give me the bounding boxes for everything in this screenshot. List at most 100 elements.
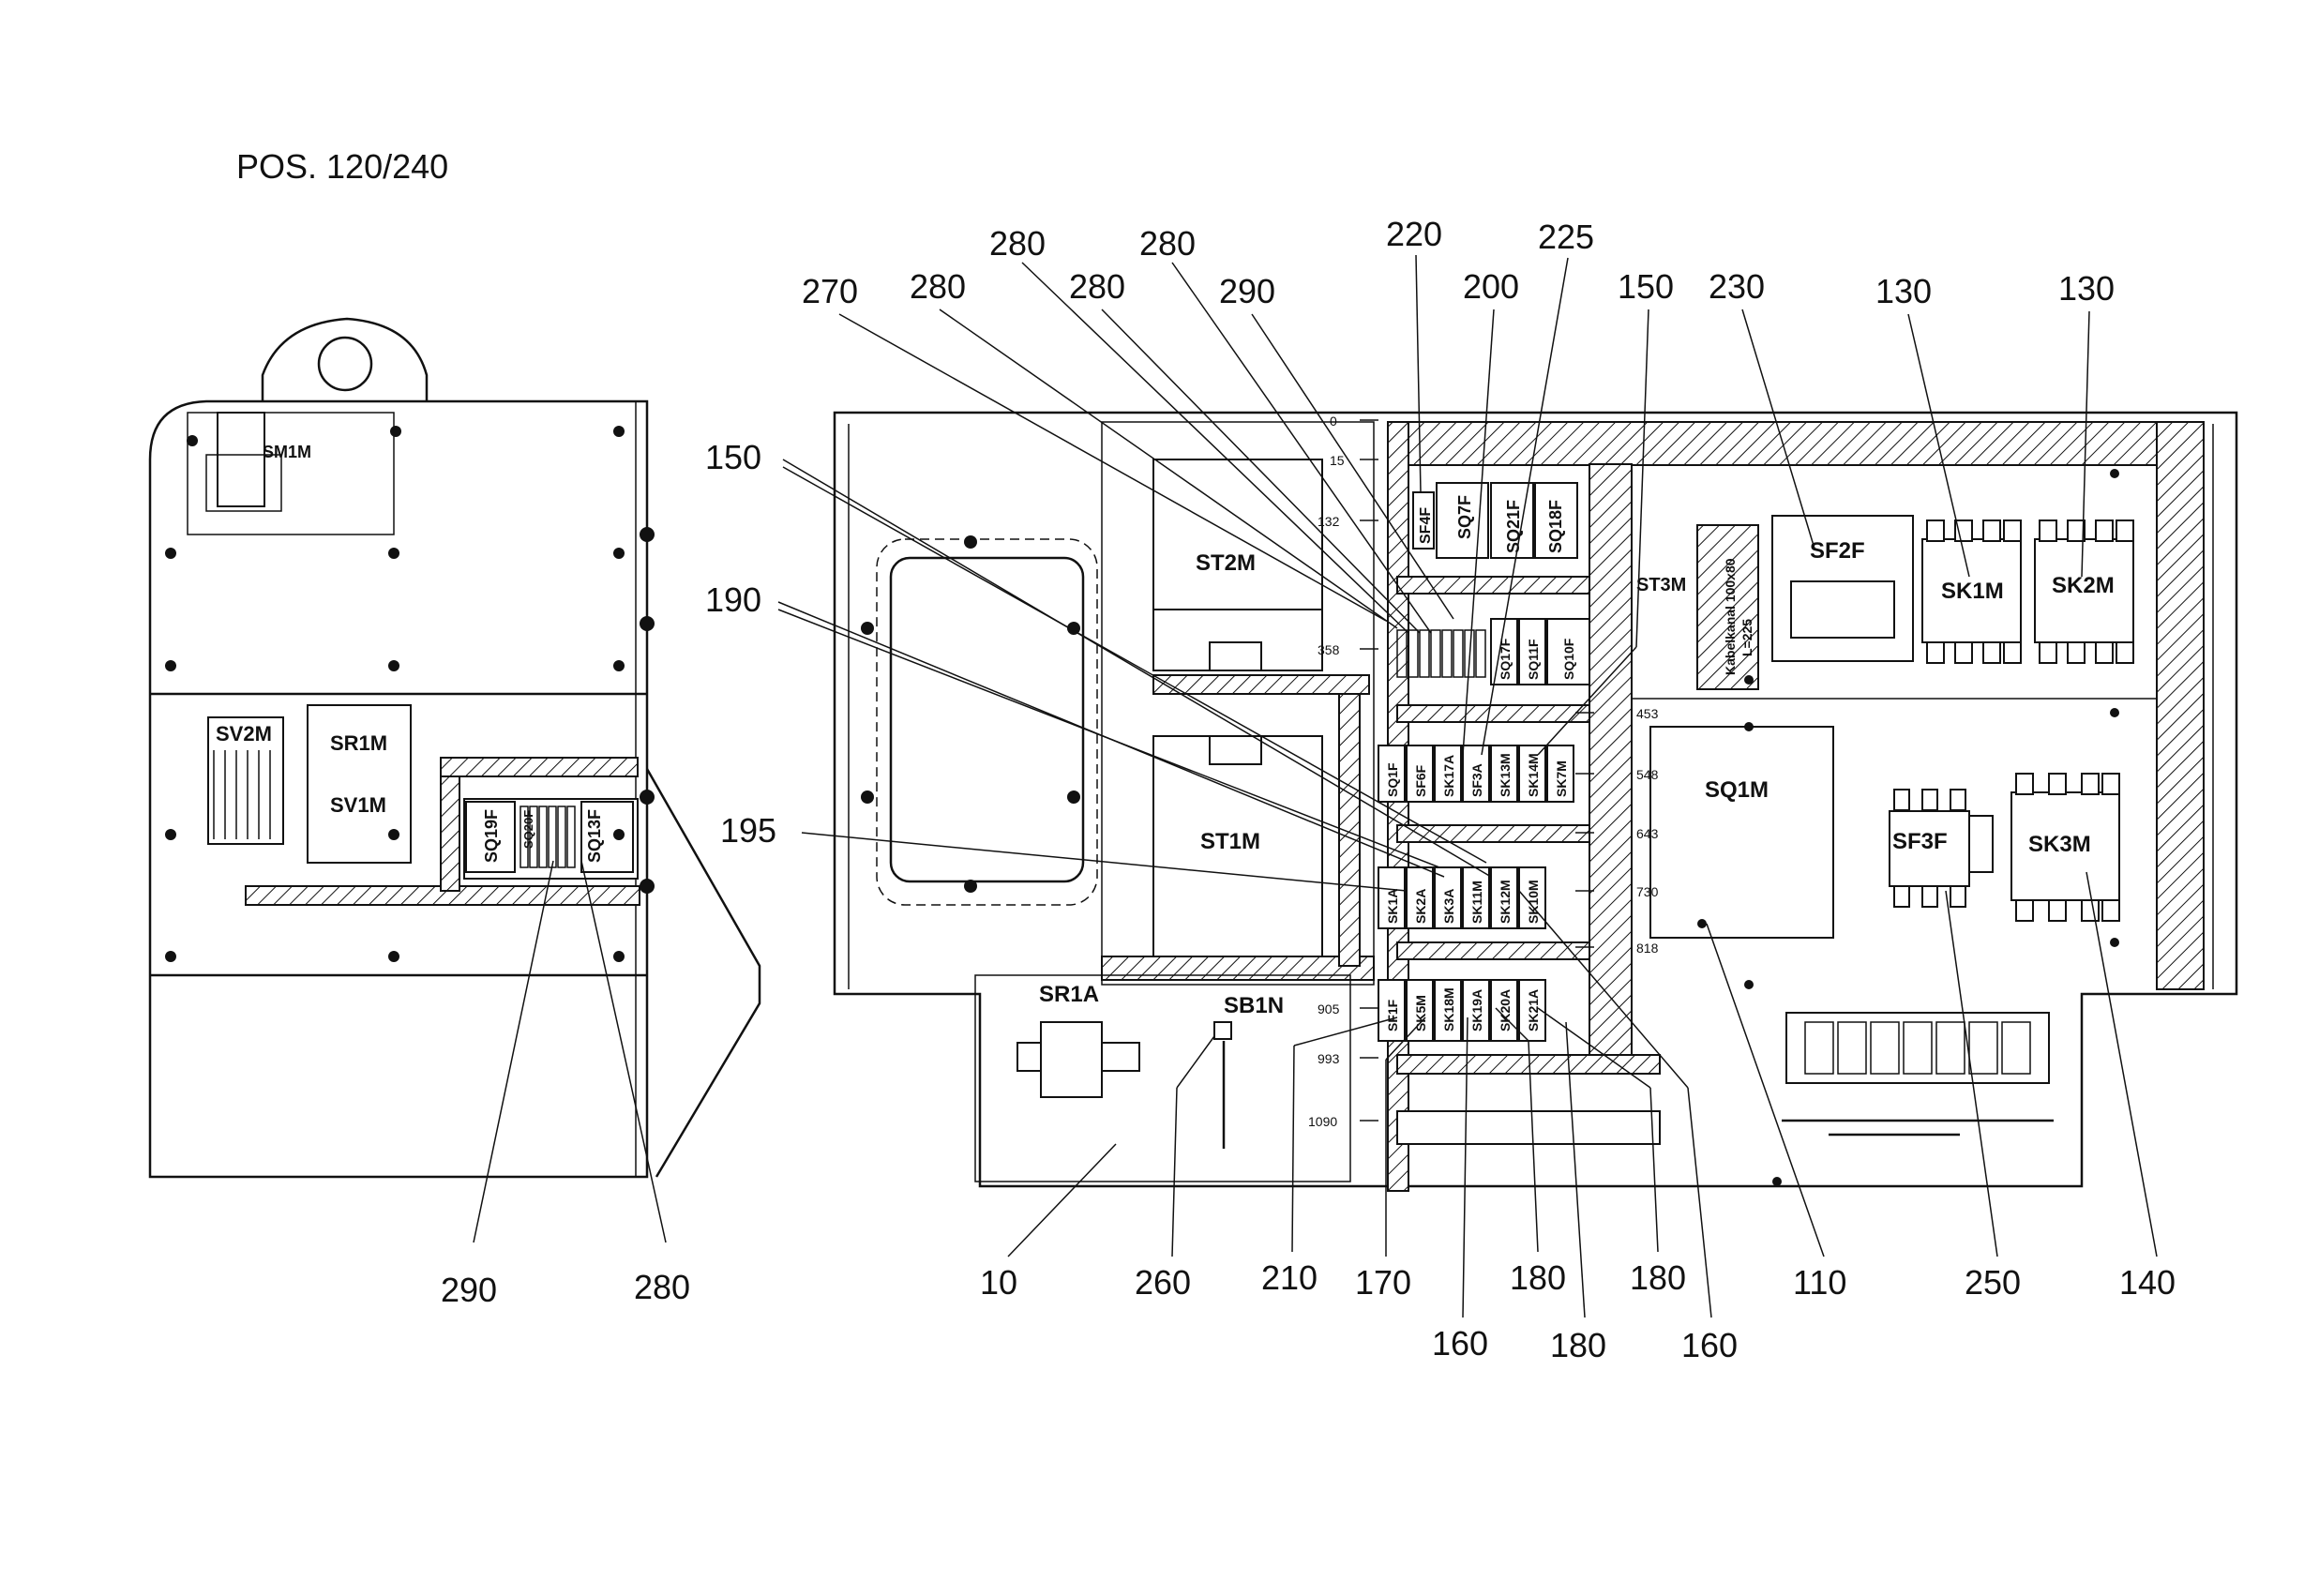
- row730-label-5: SK10M: [1526, 880, 1541, 924]
- sb1n-label: SB1N: [1224, 993, 1284, 1018]
- callout-225: 225: [1538, 218, 1594, 256]
- callout-180-a: 180: [1510, 1258, 1566, 1297]
- kabelkanal-label: Kabelkanal 100x80: [1723, 558, 1738, 675]
- component-row-548: SQ1F SF6F SK17A SF3A SK13M SK14M SK7M: [1378, 745, 1574, 803]
- component-row-905: SF1F SK5M SK18M SK19A SK20A SK21A: [1378, 979, 1546, 1042]
- row548-label-4: SK13M: [1498, 753, 1513, 797]
- left-side-view: SM1M SV2M SR1M SV1M SQ19F SQ13F SQ20F: [148, 317, 761, 1309]
- callout-130-b: 130: [2058, 269, 2115, 308]
- callout-280-d: 280: [1139, 224, 1196, 263]
- sk3m-label: SK3M: [2028, 832, 2091, 857]
- callout-160-a: 160: [1432, 1324, 1488, 1363]
- callout-160-b: 160: [1681, 1326, 1738, 1364]
- row730-label-4: SK12M: [1498, 880, 1513, 924]
- dim-643: 643: [1636, 826, 1659, 841]
- row548-label-5: SK14M: [1526, 753, 1541, 797]
- sq19f-label: SQ19F: [482, 809, 501, 863]
- row905-label-1: SK5M: [1413, 995, 1428, 1031]
- callout-left-290: 290: [441, 1271, 497, 1309]
- sv2m-label: SV2M: [216, 722, 272, 745]
- row548-label-6: SK7M: [1554, 760, 1569, 797]
- sf3f-label: SF3F: [1892, 829, 1948, 854]
- row730-label-0: SK1A: [1385, 889, 1400, 924]
- row548-label-2: SK17A: [1441, 755, 1456, 797]
- sk1m-label: SK1M: [1941, 579, 2004, 604]
- sr1a-label: SR1A: [1039, 982, 1099, 1007]
- sq11f-label: SQ11F: [1526, 639, 1541, 680]
- dimension-marks-right: 453 548 643 730 818: [1575, 706, 1659, 956]
- dim-15: 15: [1330, 453, 1345, 468]
- callout-270: 270: [802, 272, 858, 310]
- dim-818: 818: [1636, 941, 1659, 956]
- terminal-strip-358: [1396, 629, 1486, 678]
- callout-10: 10: [980, 1263, 1017, 1302]
- sv1m-label: SV1M: [330, 793, 386, 817]
- dim-548: 548: [1636, 767, 1659, 782]
- row548-label-0: SQ1F: [1385, 762, 1400, 797]
- callout-220: 220: [1386, 215, 1442, 253]
- sq21f-label: SQ21F: [1504, 500, 1523, 553]
- row905-label-3: SK19A: [1469, 989, 1484, 1031]
- dim-0: 0: [1330, 414, 1337, 429]
- sq17f-label: SQ17F: [1498, 638, 1513, 680]
- sf4f-label: SF4F: [1418, 507, 1434, 544]
- callout-150-top: 150: [1618, 267, 1674, 306]
- leader-lines: [777, 254, 2158, 1318]
- sk2m-label: SK2M: [2052, 573, 2115, 598]
- sq7f-label: SQ7F: [1455, 495, 1474, 539]
- sq20f-label: SQ20F: [521, 810, 535, 849]
- front-panel-view: ST2M ST1M SF4F SQ7F SQ21F SQ18F: [833, 411, 2238, 1192]
- sq18f-label: SQ18F: [1546, 500, 1565, 553]
- callout-195: 195: [720, 811, 776, 850]
- callout-180-c: 180: [1630, 1258, 1686, 1297]
- dim-730: 730: [1636, 884, 1659, 899]
- dim-358: 358: [1318, 642, 1340, 657]
- sf2f-label: SF2F: [1810, 538, 1865, 564]
- dim-132: 132: [1318, 514, 1340, 529]
- row905-label-0: SF1F: [1385, 999, 1400, 1031]
- callout-150-left: 150: [705, 438, 761, 476]
- row730-label-3: SK11M: [1469, 881, 1484, 924]
- callout-230: 230: [1709, 267, 1765, 306]
- callout-280-b: 280: [989, 224, 1046, 263]
- row548-label-1: SF6F: [1413, 764, 1428, 797]
- callout-280-a: 280: [910, 267, 966, 306]
- callout-labels: 270 280 280 280 280 290 220 200 225 150 …: [705, 215, 2176, 1364]
- row548-label-3: SF3A: [1469, 763, 1484, 797]
- callout-180-b: 180: [1550, 1326, 1606, 1364]
- dim-1090: 1090: [1308, 1114, 1337, 1129]
- callout-190: 190: [705, 580, 761, 619]
- dim-905: 905: [1318, 1001, 1340, 1016]
- right-bolts: [861, 469, 2119, 1186]
- dim-993: 993: [1318, 1051, 1340, 1066]
- position-title: POS. 120/240: [236, 147, 448, 186]
- row730-label-1: SK2A: [1413, 889, 1428, 924]
- row905-label-2: SK18M: [1441, 987, 1456, 1031]
- sr1m-label: SR1M: [330, 731, 387, 755]
- callout-210: 210: [1261, 1258, 1318, 1297]
- st2m-label: ST2M: [1196, 550, 1256, 576]
- sq10f-label: SQ10F: [1561, 638, 1576, 680]
- callout-200: 200: [1463, 267, 1519, 306]
- breaker-strip: [1804, 1021, 2031, 1075]
- row730-label-2: SK3A: [1441, 889, 1456, 924]
- sq1m-label: SQ1M: [1705, 777, 1769, 803]
- callout-280-c: 280: [1069, 267, 1125, 306]
- sv2m-fins: [213, 750, 271, 839]
- row905-label-5: SK21A: [1526, 989, 1541, 1031]
- callout-290: 290: [1219, 272, 1275, 310]
- st1m-label: ST1M: [1200, 829, 1260, 854]
- callout-250: 250: [1965, 1263, 2021, 1302]
- callout-260: 260: [1135, 1263, 1191, 1302]
- callout-110: 110: [1793, 1263, 1846, 1302]
- dim-453: 453: [1636, 706, 1659, 721]
- row905-label-4: SK20A: [1498, 989, 1513, 1031]
- kabelkanal-length: L=225: [1739, 619, 1754, 656]
- dimension-marks-left: 0 15 132 358 905 993 1090: [1308, 414, 1378, 1129]
- st3m-label: ST3M: [1636, 575, 1686, 595]
- left-bolts: [165, 426, 655, 962]
- sq13f-label: SQ13F: [585, 809, 604, 863]
- component-row-730: SK1A SK2A SK3A SK11M SK12M SK10M: [1378, 866, 1546, 929]
- callout-170: 170: [1355, 1263, 1411, 1302]
